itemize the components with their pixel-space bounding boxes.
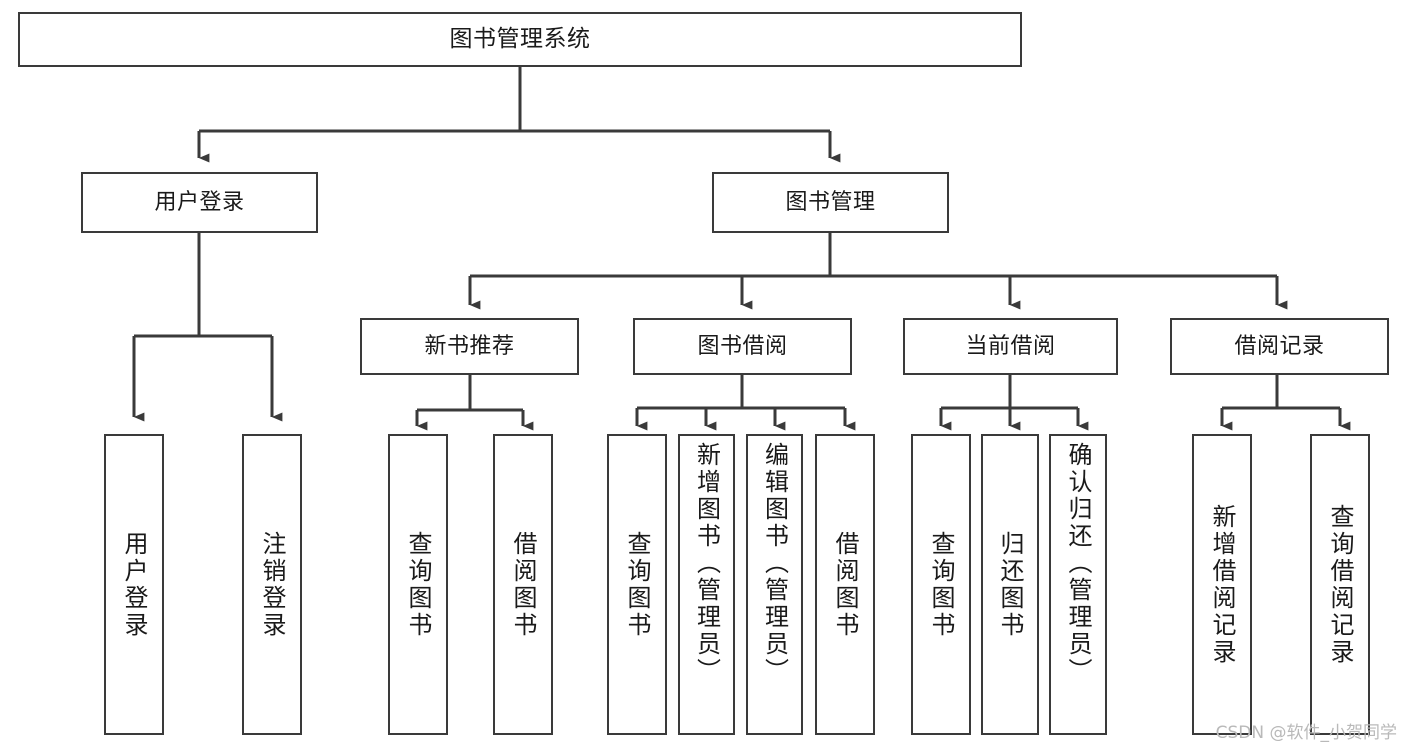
node-leaf-query-borrow-record[interactable]: 查询借阅记录 <box>1310 434 1370 735</box>
node-label: 查询图书 <box>623 530 651 639</box>
node-leaf-borrow-book-recommend[interactable]: 借阅图书 <box>493 434 553 735</box>
node-label: 图书管理系统 <box>449 25 591 52</box>
node-label: 图书管理 <box>785 189 876 215</box>
node-root-system[interactable]: 图书管理系统 <box>18 12 1022 67</box>
node-borrow-record[interactable]: 借阅记录 <box>1170 318 1389 375</box>
node-new-book-recommend[interactable]: 新书推荐 <box>360 318 579 375</box>
node-leaf-confirm-return-admin[interactable]: 确认归还（管理员） <box>1049 434 1107 735</box>
node-label: 借阅图书 <box>509 530 537 639</box>
node-label: 确认归还（管理员） <box>1064 442 1092 685</box>
node-leaf-user-login[interactable]: 用户登录 <box>104 434 164 735</box>
node-label: 用户登录 <box>120 530 148 639</box>
node-leaf-user-logout[interactable]: 注销登录 <box>242 434 302 735</box>
node-book-management[interactable]: 图书管理 <box>712 172 949 233</box>
node-label: 新增图书（管理员） <box>692 442 721 685</box>
node-label: 当前借阅 <box>965 333 1056 359</box>
node-leaf-add-book-admin[interactable]: 新增图书（管理员） <box>678 434 735 735</box>
node-label: 借阅图书 <box>831 530 859 639</box>
node-label: 借阅记录 <box>1234 333 1325 359</box>
node-label: 查询借阅记录 <box>1326 503 1354 666</box>
node-leaf-query-book-current[interactable]: 查询图书 <box>911 434 971 735</box>
node-leaf-add-borrow-record[interactable]: 新增借阅记录 <box>1192 434 1252 735</box>
node-label: 查询图书 <box>927 530 955 639</box>
node-user-login[interactable]: 用户登录 <box>81 172 318 233</box>
node-label: 新书推荐 <box>424 333 515 359</box>
watermark-text: CSDN @软件_小贺同学 <box>1215 723 1397 743</box>
node-leaf-query-book-recommend[interactable]: 查询图书 <box>388 434 448 735</box>
node-book-borrow[interactable]: 图书借阅 <box>633 318 852 375</box>
node-label: 归还图书 <box>996 530 1024 639</box>
node-leaf-borrow-book-borrow[interactable]: 借阅图书 <box>815 434 875 735</box>
node-leaf-return-book[interactable]: 归还图书 <box>981 434 1039 735</box>
node-label: 新增借阅记录 <box>1208 503 1236 666</box>
node-label: 编辑图书（管理员） <box>760 442 789 685</box>
node-label: 用户登录 <box>154 189 245 215</box>
node-label: 注销登录 <box>258 530 286 639</box>
node-label: 图书借阅 <box>697 333 788 359</box>
node-leaf-edit-book-admin[interactable]: 编辑图书（管理员） <box>746 434 803 735</box>
node-label: 查询图书 <box>404 530 432 639</box>
node-leaf-query-book-borrow[interactable]: 查询图书 <box>607 434 667 735</box>
node-current-borrow[interactable]: 当前借阅 <box>903 318 1118 375</box>
